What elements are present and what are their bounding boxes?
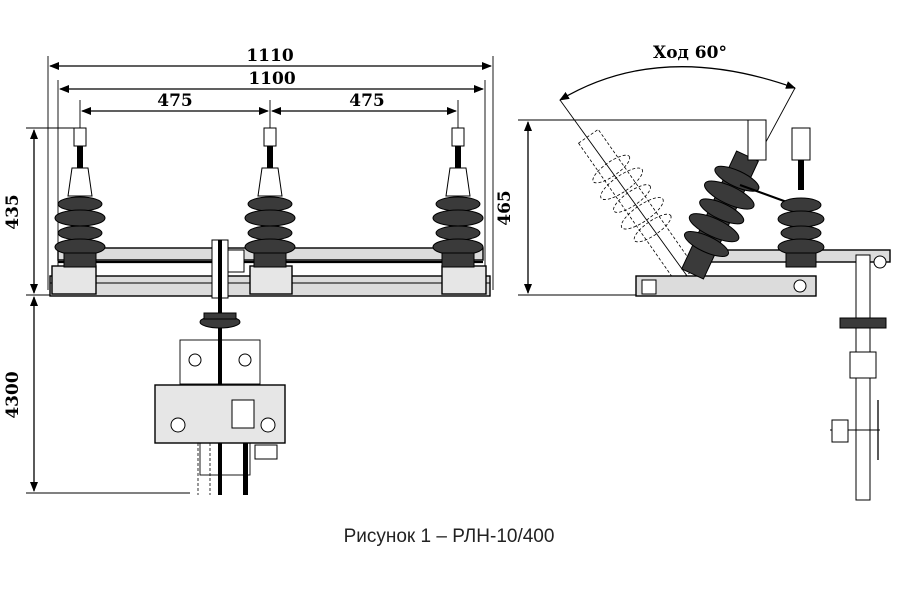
side-drive-rod <box>830 254 887 501</box>
dim-1110-label: 1110 <box>246 46 293 66</box>
dim-1100-label: 1100 <box>248 69 295 89</box>
dim-1110: 1110 <box>47 46 494 290</box>
front-view: 1110 1100 475 475 435 <box>3 46 494 495</box>
dim-4300-label: 4300 <box>3 371 23 418</box>
insulator-middle <box>244 127 296 268</box>
insulator-left <box>54 127 106 268</box>
travel-arc: Ход 60° <box>559 43 796 281</box>
tilted-insulator <box>680 119 796 280</box>
upright-insulator <box>777 127 825 268</box>
dim-465-label: 465 <box>495 190 515 226</box>
dim-475-right-label: 475 <box>349 91 385 111</box>
dim-475-left-label: 475 <box>157 91 193 111</box>
drive-mechanism <box>154 239 286 495</box>
dim-435: 435 <box>3 127 80 296</box>
side-base <box>635 249 891 297</box>
dim-435-label: 435 <box>3 194 23 230</box>
dim-4300: 4300 <box>3 296 190 494</box>
figure-caption: Рисунок 1 – РЛН-10/400 <box>344 526 555 547</box>
insulator-right <box>432 127 484 268</box>
side-view: Ход 60° 465 <box>495 43 891 501</box>
travel-label: Ход 60° <box>653 43 727 63</box>
dim-465: 465 <box>495 119 750 296</box>
